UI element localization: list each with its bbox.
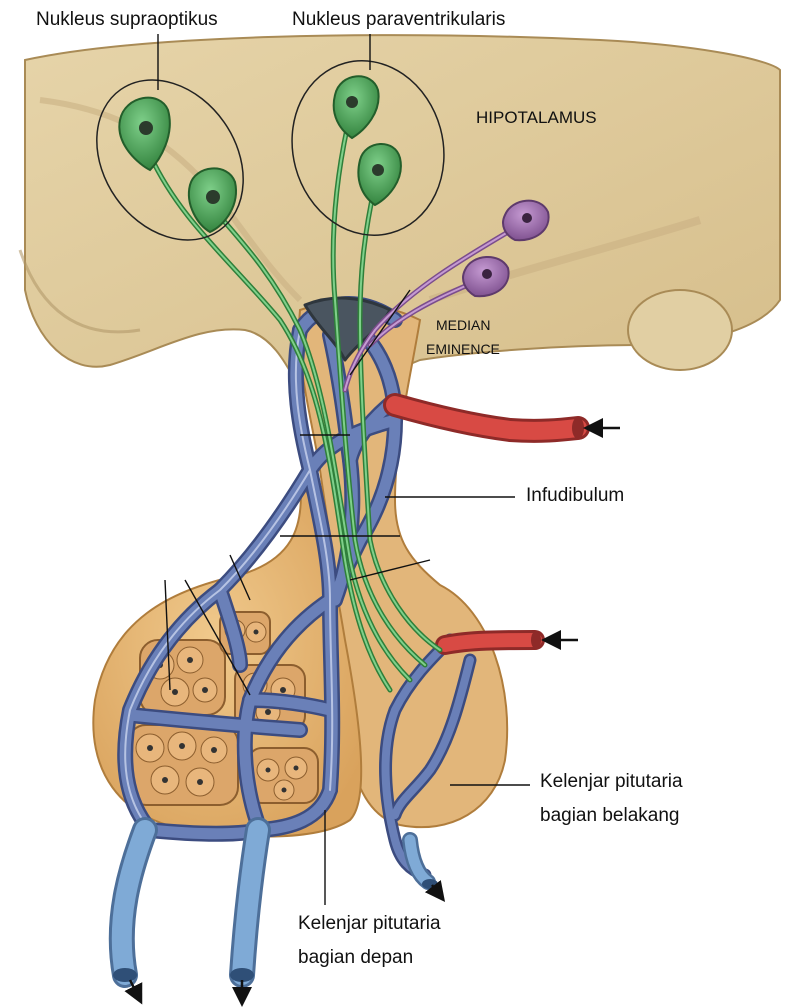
- label-infundibulum: Infudibulum: [526, 484, 624, 508]
- mammillary-body: [628, 290, 732, 370]
- label-anterior-pituitary-line1: Kelenjar pitutaria: [298, 912, 441, 936]
- cell-cluster: [248, 748, 318, 803]
- vein-outflow-arrow: [432, 885, 442, 898]
- label-hypothalamus: HIPOTALAMUS: [476, 106, 597, 130]
- label-median-eminence-line1: MEDIAN: [436, 316, 490, 335]
- label-supraoptic-nucleus: Nukleus supraoptikus: [36, 8, 218, 32]
- label-posterior-pituitary-line1: Kelenjar pitutaria: [540, 770, 683, 794]
- label-posterior-pituitary-line2: bagian belakang: [540, 804, 679, 828]
- label-median-eminence-line2: EMINENCE: [426, 340, 500, 359]
- label-anterior-pituitary-line2: bagian depan: [298, 946, 413, 970]
- cell-cluster: [128, 725, 238, 805]
- label-paraventricular-nucleus: Nukleus paraventrikularis: [292, 8, 505, 32]
